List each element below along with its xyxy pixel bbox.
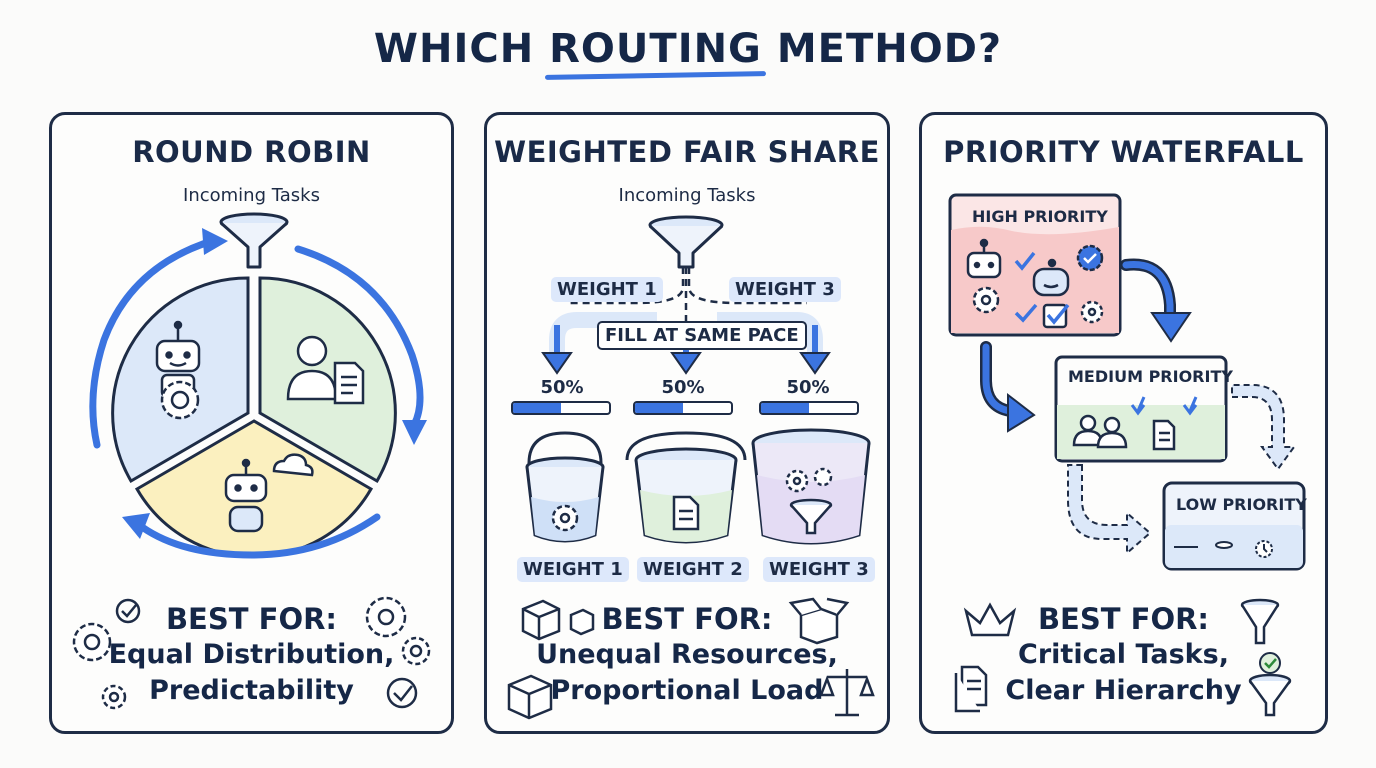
checkmark-icon <box>386 677 418 709</box>
progress-bar <box>511 401 611 415</box>
round-robin-diagram <box>89 212 427 559</box>
best-for-line: Predictability <box>149 675 354 706</box>
panel-title: ROUND ROBIN <box>132 135 371 169</box>
box-icon <box>507 674 553 720</box>
bucket-large <box>751 428 871 545</box>
fill-pace-label: FILL AT SAME PACE <box>597 321 807 350</box>
decor-icons <box>72 596 431 710</box>
weighted-diagram <box>525 215 871 545</box>
tier-label-medium: MEDIUM PRIORITY <box>1068 367 1233 386</box>
cloud-icon <box>272 453 314 477</box>
best-for-line: Proportional Load <box>550 675 824 706</box>
document-icon <box>333 361 365 405</box>
gear-icon <box>365 596 407 638</box>
tier-label-high: HIGH PRIORITY <box>972 207 1108 226</box>
flow-arrow-icon <box>541 312 657 375</box>
cycle-arrow-icon <box>138 513 381 559</box>
bucket-percent: 50% <box>540 377 584 398</box>
checkmark-icon <box>1259 652 1281 674</box>
robot-icon <box>966 238 1002 279</box>
funnel-icon <box>1240 598 1280 645</box>
dashed-arrow-icon <box>1231 384 1296 471</box>
bucket-percent: 50% <box>661 377 705 398</box>
progress-fill <box>635 403 683 413</box>
cycle-arrow-icon <box>89 236 219 449</box>
crown-icon <box>963 602 1017 637</box>
gear-icon <box>401 636 431 666</box>
bucket-percent: 50% <box>786 377 830 398</box>
checkbox-icon <box>1042 303 1070 329</box>
best-for-line: Clear Hierarchy <box>1005 675 1242 706</box>
flow-arrow-icon <box>717 312 831 375</box>
title-pre: WHICH <box>373 26 550 72</box>
incoming-tasks-label: Incoming Tasks <box>183 185 320 206</box>
dashed-arrow-icon <box>1067 464 1152 556</box>
panel-round-robin: ROUND ROBIN Incoming Tasks <box>49 112 454 734</box>
best-for-block: BEST FOR: Critical Tasks, Clear Hierarch… <box>922 601 1325 709</box>
progress-bar <box>759 401 859 415</box>
checkmark-icon <box>1014 251 1038 323</box>
waterfall-diagram <box>948 193 1306 571</box>
panel-weighted-fair-share: WEIGHTED FAIR SHARE Incoming Tasks <box>484 112 890 734</box>
best-for-heading: BEST FOR: <box>1037 602 1210 636</box>
best-for-heading: BEST FOR: <box>165 602 338 636</box>
document-icon <box>954 665 988 713</box>
robot-icon <box>1032 258 1070 297</box>
tier-label-low: LOW PRIORITY <box>1176 495 1307 514</box>
funnel-icon <box>789 498 833 535</box>
best-for-line: Unequal Resources, <box>536 639 838 670</box>
panel-priority-waterfall: PRIORITY WATERFALL <box>919 112 1328 734</box>
weight-tag: WEIGHT 3 <box>729 277 841 302</box>
small-arrow-icon <box>1130 396 1198 416</box>
best-for-line: Equal Distribution, <box>108 639 395 670</box>
best-for-line: Critical Tasks, <box>1018 639 1229 670</box>
robot-icon <box>224 458 268 533</box>
funnel-icon <box>648 215 724 269</box>
title-post: METHOD? <box>761 26 1003 72</box>
progress-bar <box>633 401 733 415</box>
open-box-icon <box>788 597 850 645</box>
progress-fill <box>761 403 809 413</box>
gear-icon <box>1080 300 1104 324</box>
decor-icons <box>507 597 875 720</box>
bucket-small <box>525 431 605 543</box>
user-icon <box>286 335 338 401</box>
flow-arrow-icon <box>1120 258 1192 343</box>
best-for-heading: BEST FOR: <box>601 602 773 636</box>
cycle-arrow-icon <box>294 245 424 429</box>
checkmark-icon <box>115 598 141 624</box>
gear-icon <box>72 622 112 662</box>
gear-icon <box>785 467 833 493</box>
decor-icons <box>954 598 1292 717</box>
bucket-label: WEIGHT 2 <box>637 557 749 582</box>
funnel-icon <box>1248 673 1292 717</box>
clock-icon <box>1255 540 1273 558</box>
panel-title: PRIORITY WATERFALL <box>943 135 1304 169</box>
main-title: WHICH ROUTING METHOD? <box>0 26 1376 72</box>
bucket-label: WEIGHT 1 <box>517 557 629 582</box>
document-icon <box>1152 419 1176 451</box>
bucket-label: WEIGHT 3 <box>763 557 875 582</box>
title-highlight: ROUTING <box>549 26 762 72</box>
badge-check-icon <box>1076 244 1104 272</box>
gear-icon <box>551 504 579 532</box>
best-for-block: BEST FOR: Equal Distribution, Predictabi… <box>52 601 451 709</box>
panel-title: WEIGHTED FAIR SHARE <box>494 135 880 169</box>
best-for-block: BEST FOR: Unequal Resources, Proportiona… <box>487 601 887 709</box>
flow-arrow-icon <box>980 341 1036 433</box>
gear-icon <box>160 380 200 420</box>
box-icon <box>521 599 595 641</box>
funnel-icon <box>219 212 289 269</box>
gear-icon <box>101 684 127 710</box>
bucket-medium <box>625 431 747 544</box>
document-icon <box>672 495 700 531</box>
gear-icon <box>972 286 1000 314</box>
incoming-tasks-label: Incoming Tasks <box>618 185 756 206</box>
scale-icon <box>819 669 875 717</box>
progress-fill <box>513 403 561 413</box>
weight-tag: WEIGHT 1 <box>551 277 663 302</box>
users-icon <box>1072 414 1128 449</box>
